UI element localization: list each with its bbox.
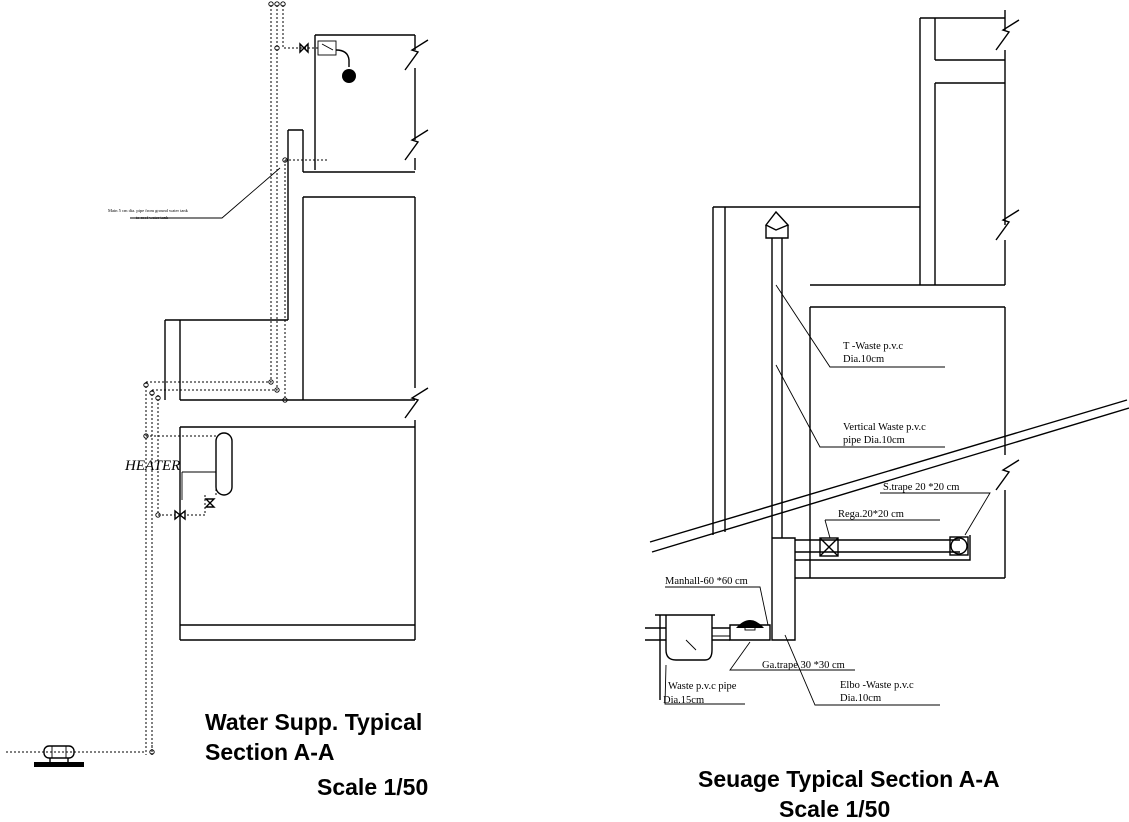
waste-pipe-label-2: Dia.15cm [663, 695, 704, 706]
shaft-walls [287, 129, 304, 320]
supply-pipes [6, 5, 328, 755]
s-trap-icon [949, 536, 969, 556]
branch-pipe [771, 535, 971, 641]
water-heater-icon [181, 432, 233, 500]
break-symbol [404, 39, 429, 71]
ground-line [651, 407, 1129, 553]
float-valve-icon [317, 40, 356, 83]
building-walls [712, 10, 1006, 579]
pipe-note-line1: Main 5 cm dia. pipe from ground water ta… [108, 208, 189, 213]
water-title-line1: Water Supp. Typical [205, 709, 422, 735]
manhole-label: Manhall-60 *60 cm [665, 576, 748, 587]
break-symbol [995, 209, 1020, 241]
vertical-waste-label-1: Vertical Waste p.v.c [843, 422, 926, 433]
label-leaders [664, 284, 991, 706]
rega-label: Rega.20*20 cm [838, 509, 904, 520]
sewage-scale: Scale 1/50 [779, 796, 890, 822]
roof-tank-walls [302, 34, 416, 400]
waste-pipe-label-1: Waste p.v.c pipe [668, 681, 737, 692]
water-supply-section: HEATER Main 5 cm dia. pipe from ground w… [6, 1, 429, 800]
floor-slabs [164, 319, 416, 641]
vertical-waste-pipe [771, 238, 783, 538]
ground-line [649, 399, 1128, 543]
break-symbol [404, 387, 429, 419]
manhole-icon [645, 614, 730, 700]
pipe-joints [143, 1, 288, 755]
break-symbol [995, 459, 1020, 491]
water-title-line2: Section A-A [205, 739, 335, 765]
heater-label: HEATER [124, 458, 180, 474]
valve-icon [299, 42, 309, 54]
break-symbol [404, 129, 429, 161]
pump-icon [34, 745, 84, 767]
elbo-label-2: Dia.10cm [840, 693, 881, 704]
water-scale: Scale 1/50 [317, 774, 428, 800]
valve-icon [174, 509, 186, 521]
gully-trap-icon [712, 620, 771, 641]
sewage-title: Seuage Typical Section A-A [698, 766, 1000, 792]
t-waste-label-2: Dia.10cm [843, 354, 884, 365]
pipe-note-line2: to roof water tank [136, 215, 169, 220]
s-trap-label: S.trape 20 *20 cm [883, 482, 959, 493]
vent-cap-icon [764, 210, 790, 239]
vertical-waste-label-2: pipe Dia.10cm [843, 435, 905, 446]
t-waste-label-1: T -Waste p.v.c [843, 341, 903, 352]
gully-trap-label: Ga.trape 30 *30 cm [762, 660, 845, 671]
sewage-section: T -Waste p.v.c Dia.10cm Vertical Waste p… [645, 10, 1129, 822]
elbo-label-1: Elbo -Waste p.v.c [840, 680, 914, 691]
break-symbol [995, 19, 1020, 51]
valve-icon [204, 498, 216, 508]
floor-trap-icon [819, 537, 839, 557]
pipe-note-leader [130, 167, 281, 219]
